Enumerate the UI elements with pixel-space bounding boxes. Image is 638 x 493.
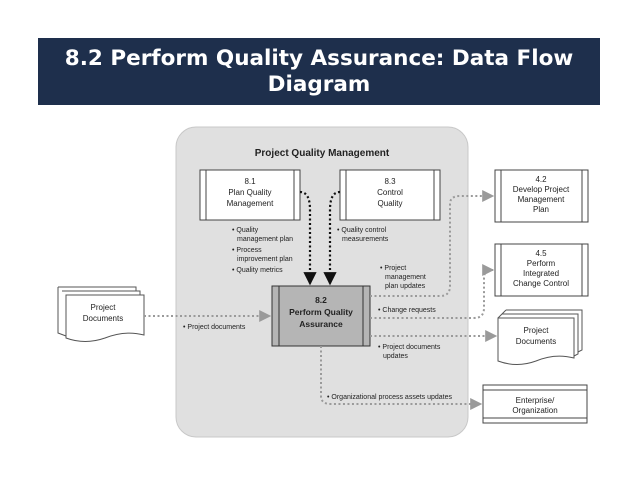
svg-text:Change Control: Change Control bbox=[513, 279, 569, 288]
svg-text:4.5: 4.5 bbox=[535, 249, 547, 258]
flow-label-opa-updates: • Organizational process assets updates bbox=[327, 394, 453, 401]
svg-text:• Process: • Process bbox=[232, 247, 262, 254]
svg-text:• Quality control: • Quality control bbox=[337, 227, 387, 234]
svg-text:Management: Management bbox=[227, 199, 274, 208]
svg-text:• Project documents: • Project documents bbox=[378, 344, 441, 351]
svg-text:improvement plan: improvement plan bbox=[237, 256, 293, 263]
flow-qa-to-develop-pmp bbox=[370, 190, 495, 297]
plan-quality-outputs-list: • Quality management plan • Process impr… bbox=[232, 227, 293, 274]
flow-label-change-requests: • Change requests bbox=[378, 307, 436, 314]
group-title: Project Quality Management bbox=[255, 148, 390, 159]
enterprise-organization-box: Enterprise/ Organization bbox=[482, 384, 588, 424]
svg-text:Enterprise/: Enterprise/ bbox=[516, 396, 555, 405]
flow-label-project-documents-updates: • Project documents updates bbox=[378, 344, 441, 360]
svg-text:4.2: 4.2 bbox=[535, 175, 547, 184]
slide-title-banner: 8.2 Perform Quality Assurance: Data Flow… bbox=[38, 38, 600, 105]
svg-text:Quality: Quality bbox=[378, 199, 403, 208]
svg-text:Integrated: Integrated bbox=[523, 269, 559, 278]
svg-text:Perform: Perform bbox=[527, 259, 556, 268]
svg-text:8.3: 8.3 bbox=[384, 177, 396, 186]
svg-text:8.1: 8.1 bbox=[244, 177, 256, 186]
flow-label-project-documents: • Project documents bbox=[183, 324, 246, 331]
svg-text:• Quality metrics: • Quality metrics bbox=[232, 267, 283, 274]
svg-text:plan updates: plan updates bbox=[385, 283, 426, 290]
svg-text:Assurance: Assurance bbox=[299, 319, 343, 329]
slide-title-line-1: 8.2 Perform Quality Assurance: Data Flow bbox=[64, 45, 574, 71]
plan-quality-management-box: 8.1 Plan Quality Management bbox=[199, 169, 301, 221]
flow-qa-to-enterprise bbox=[320, 346, 483, 410]
svg-text:measurements: measurements bbox=[342, 236, 389, 243]
develop-project-management-plan-box: 4.2 Develop Project Management Plan bbox=[494, 169, 589, 223]
svg-text:Organization: Organization bbox=[512, 406, 557, 415]
flow-qa-to-change-control bbox=[370, 264, 495, 319]
perform-quality-assurance-box: 8.2 Perform Quality Assurance bbox=[271, 285, 371, 347]
perform-integrated-change-control-box: 4.5 Perform Integrated Change Control bbox=[494, 243, 589, 297]
svg-text:management plan: management plan bbox=[237, 236, 293, 243]
svg-text:Perform Quality: Perform Quality bbox=[289, 307, 353, 317]
control-quality-outputs-list: • Quality control measurements bbox=[337, 227, 389, 243]
slide-title-line-2: Diagram bbox=[267, 71, 371, 97]
svg-text:Project: Project bbox=[524, 326, 550, 335]
project-documents-input: Project Documents bbox=[57, 286, 145, 342]
svg-text:Plan Quality: Plan Quality bbox=[228, 188, 271, 197]
svg-text:Project: Project bbox=[91, 303, 117, 312]
svg-text:Control: Control bbox=[377, 188, 403, 197]
project-documents-output: Project Documents bbox=[497, 309, 583, 365]
svg-text:Develop Project: Develop Project bbox=[513, 185, 570, 194]
svg-text:Plan: Plan bbox=[533, 205, 549, 214]
svg-text:• Project: • Project bbox=[380, 265, 406, 272]
svg-text:Documents: Documents bbox=[516, 337, 556, 346]
svg-text:Documents: Documents bbox=[83, 314, 123, 323]
flow-label-pmp-updates: • Project management plan updates bbox=[380, 265, 426, 290]
flow-control-to-qa bbox=[323, 190, 341, 286]
flow-plan-to-qa bbox=[299, 190, 317, 286]
svg-text:8.2: 8.2 bbox=[315, 295, 327, 305]
svg-text:management: management bbox=[385, 274, 426, 281]
svg-text:• Quality: • Quality bbox=[232, 227, 259, 234]
control-quality-box: 8.3 Control Quality bbox=[339, 169, 441, 221]
svg-text:updates: updates bbox=[383, 353, 408, 360]
svg-text:Management: Management bbox=[518, 195, 565, 204]
